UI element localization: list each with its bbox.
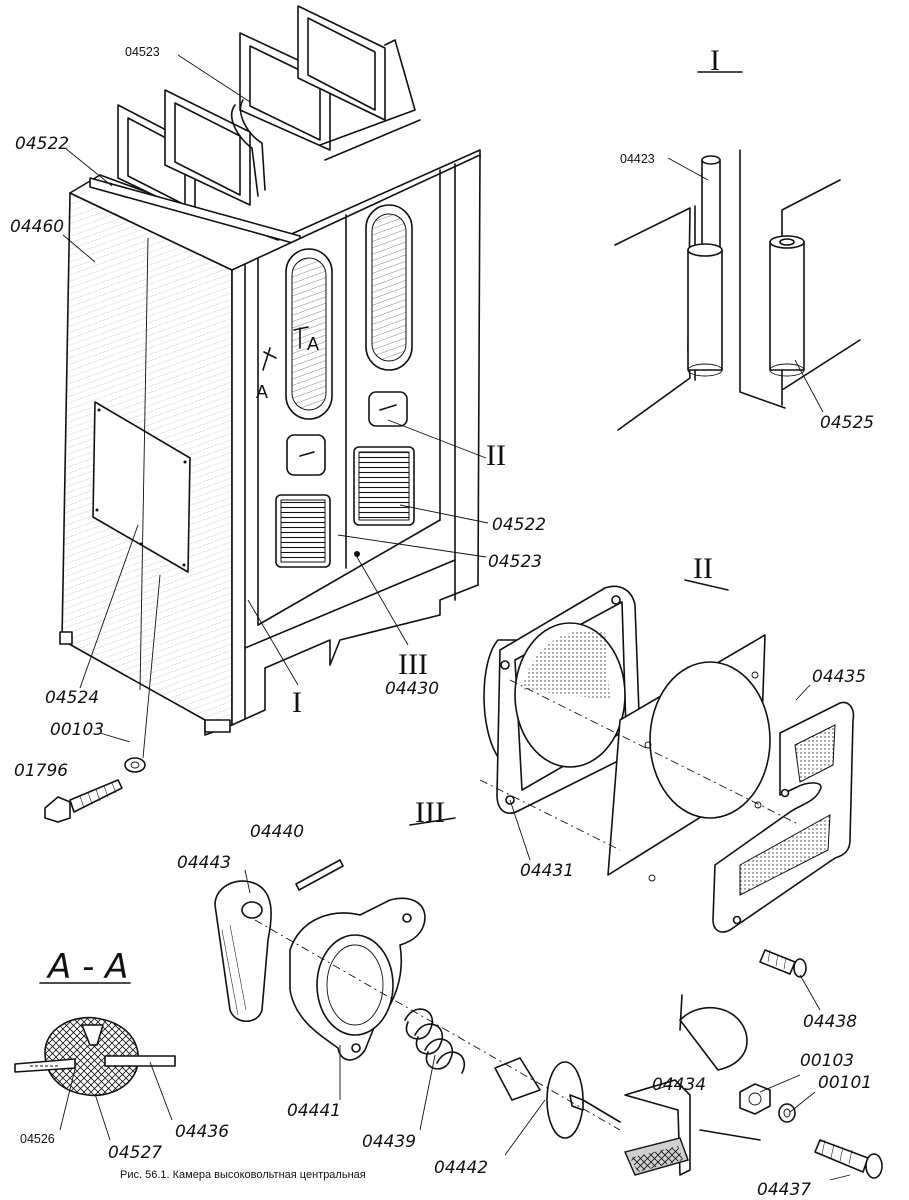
figure-caption: Рис. 56.1. Камера высоковольтная централ…: [120, 1169, 366, 1181]
label-00103-lock: 00103: [800, 1051, 854, 1071]
callout-II: II: [486, 439, 506, 472]
label-04522-left: 04522: [15, 134, 69, 154]
label-04460: 04460: [10, 217, 64, 237]
top-mesh-frames: [89, 5, 421, 246]
label-04441: 04441: [287, 1101, 341, 1121]
label-04434: 04434: [652, 1075, 706, 1095]
label-04442: 04442: [434, 1158, 488, 1178]
section-A-A: [14, 982, 176, 1141]
cabinet-assembly: А А: [59, 5, 481, 736]
label-04523-top: 04523: [125, 45, 160, 59]
label-04525: 04525: [820, 413, 874, 433]
label-04436: 04436: [175, 1122, 229, 1142]
view-II-window: [409, 579, 855, 1011]
label-04437: 04437: [757, 1180, 811, 1200]
view-title-II: II: [693, 552, 713, 585]
label-04526: 04526: [20, 1132, 55, 1146]
right-door: [353, 204, 415, 526]
label-00101: 00101: [818, 1073, 872, 1093]
view-title-III: III: [415, 796, 445, 829]
label-04430: 04430: [385, 679, 439, 699]
label-04439: 04439: [362, 1132, 416, 1152]
side-inspection-panel: [92, 401, 191, 573]
view-I-hinge: [614, 71, 861, 431]
label-04423: 04423: [620, 152, 655, 166]
label-04523-right: 04523: [488, 552, 542, 572]
label-04522-right: 04522: [492, 515, 546, 535]
view-title-I: I: [710, 44, 720, 77]
callout-I: I: [292, 686, 302, 719]
left-door: [275, 248, 333, 568]
label-04527: 04527: [108, 1143, 162, 1163]
label-01796: 01796: [14, 761, 68, 781]
main-leaders: [62, 54, 489, 759]
callout-III: III: [398, 648, 428, 681]
label-04443: 04443: [177, 853, 231, 873]
label-04438: 04438: [803, 1012, 857, 1032]
label-04440: 04440: [250, 822, 304, 842]
lock-point: [354, 551, 360, 557]
label-04524: 04524: [45, 688, 99, 708]
label-00103-main: 00103: [50, 720, 104, 740]
label-04435: 04435: [812, 667, 866, 687]
view-III-lock: [214, 859, 883, 1181]
cut-marker-a-right: А: [307, 334, 319, 354]
main-fasteners: [44, 757, 146, 823]
cut-marker-a-left: А: [256, 382, 268, 402]
section-title-aa: А - А: [46, 947, 128, 987]
part-labels: 04523 04522 04460 04522 04523 04524 0010…: [10, 45, 874, 1200]
label-04431: 04431: [520, 861, 574, 881]
view-titles: I II III А - А II I III: [46, 44, 720, 987]
